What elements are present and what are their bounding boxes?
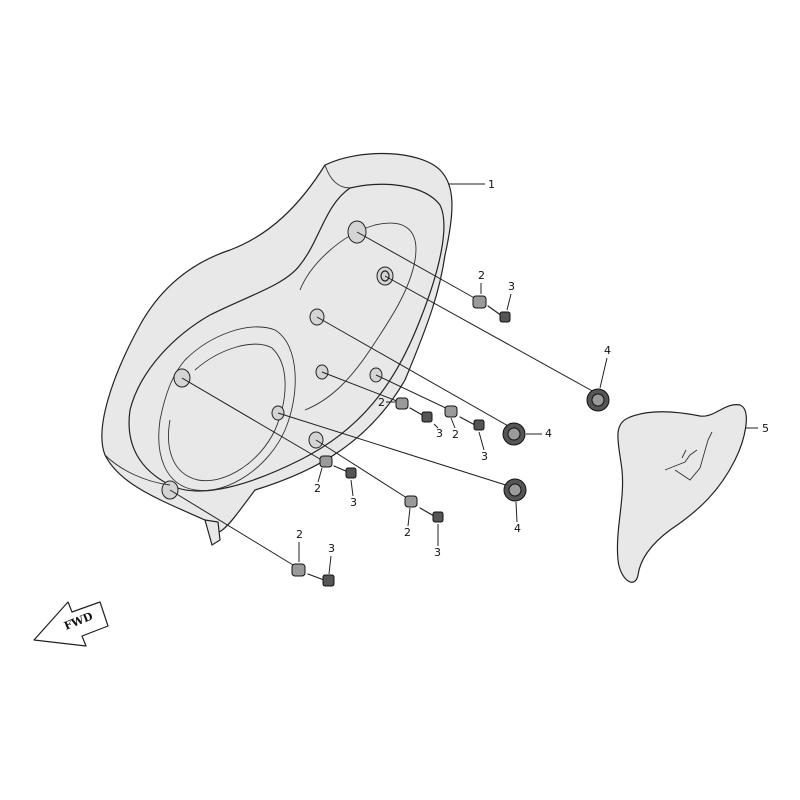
- grommet-4a: [586, 388, 610, 412]
- bolt-3d: [333, 465, 357, 479]
- side-cover: [101, 152, 453, 546]
- bolt-3f: [307, 573, 335, 587]
- callout-4b: 4: [545, 427, 552, 440]
- callout-4a: 4: [604, 344, 611, 357]
- bushing-2a: [472, 295, 487, 309]
- bushing-2b: [395, 397, 409, 410]
- fwd-label: FWD: [62, 609, 95, 632]
- callout-3a: 3: [508, 280, 515, 293]
- bolt-3b: [409, 407, 433, 423]
- bolt-3e: [419, 507, 444, 523]
- callout-5: 5: [762, 422, 769, 435]
- leader-lines: [169, 183, 758, 569]
- callouts: 1 2 3 4 5 2 3 2 3 4 2 3 4 2 3 2 3: [296, 178, 769, 575]
- bolt-3a: [487, 305, 511, 323]
- bushing-2e: [404, 495, 418, 508]
- bolt-3c: [459, 416, 485, 431]
- grommet-4b: [502, 422, 526, 446]
- bushing-2f: [291, 563, 306, 577]
- callout-2a: 2: [478, 269, 485, 282]
- callout-4c: 4: [514, 522, 521, 535]
- callout-3f: 3: [328, 542, 335, 555]
- callout-2c: 2: [452, 428, 459, 441]
- callout-1: 1: [488, 178, 495, 191]
- callout-3d: 3: [350, 496, 357, 509]
- callout-2d: 2: [314, 482, 321, 495]
- callout-3e: 3: [434, 546, 441, 559]
- callout-3b: 3: [436, 427, 443, 440]
- callout-2e: 2: [404, 526, 411, 539]
- bushing-2d: [319, 455, 333, 468]
- callout-3c: 3: [481, 450, 488, 463]
- grommet-4c: [503, 478, 527, 502]
- bushing-2c: [444, 405, 458, 418]
- callout-2f: 2: [296, 528, 303, 541]
- callout-2b: 2: [378, 396, 385, 409]
- cover-plate: [616, 404, 747, 583]
- forward-arrow-icon: FWD: [33, 601, 109, 647]
